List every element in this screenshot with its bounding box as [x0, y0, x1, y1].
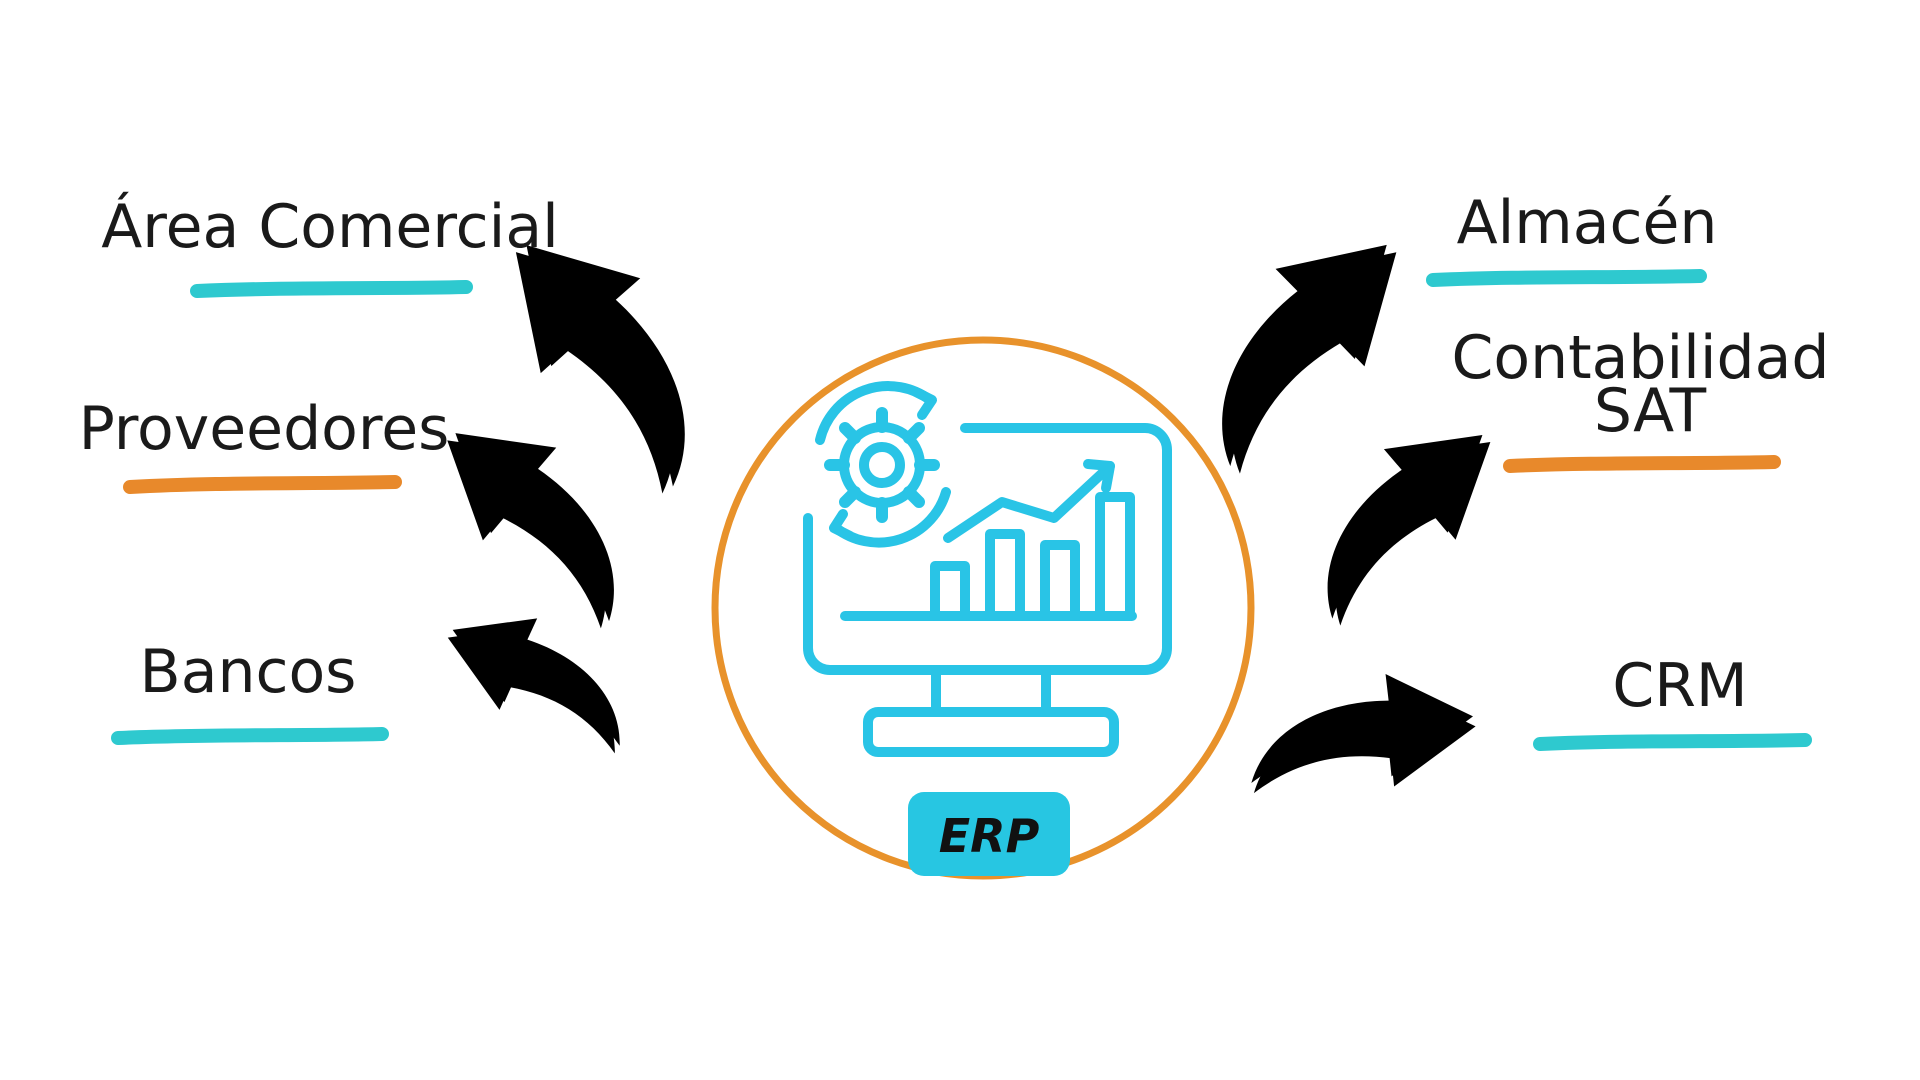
module-underline-proveedores [123, 475, 402, 494]
module-underline-contabilidad-sat [1503, 455, 1781, 473]
module-underline-almacen [1426, 269, 1707, 287]
module-underline-crm [1533, 733, 1812, 751]
erp-badge: ERP [908, 792, 1070, 876]
module-label-almacen: Almacén [1457, 188, 1718, 258]
arrow-contabilidad-sat [1271, 401, 1533, 628]
module-bancos: Bancos [111, 637, 389, 745]
erp-badge-label: ERP [939, 809, 1040, 863]
module-proveedores: Proveedores [79, 394, 450, 494]
module-label-area-comercial: Área Comercial [101, 191, 559, 262]
module-label-proveedores: Proveedores [79, 394, 450, 464]
module-almacen: Almacén [1426, 188, 1718, 287]
module-label-crm: CRM [1612, 651, 1747, 721]
module-contabilidad-sat: Contabilidad SAT [1451, 323, 1848, 473]
module-label-contabilidad-sat: Contabilidad SAT [1451, 323, 1848, 446]
arrow-crm [1250, 665, 1479, 809]
module-underline-bancos [111, 727, 389, 745]
module-crm: CRM [1533, 651, 1812, 751]
module-area-comercial: Área Comercial [101, 191, 559, 298]
monitor-with-gear-and-growth-chart-icon [803, 381, 1172, 757]
arrow-bancos [430, 598, 645, 755]
module-underline-area-comercial [190, 280, 473, 298]
arrow-almacen [1152, 207, 1451, 476]
module-label-bancos: Bancos [140, 637, 357, 707]
